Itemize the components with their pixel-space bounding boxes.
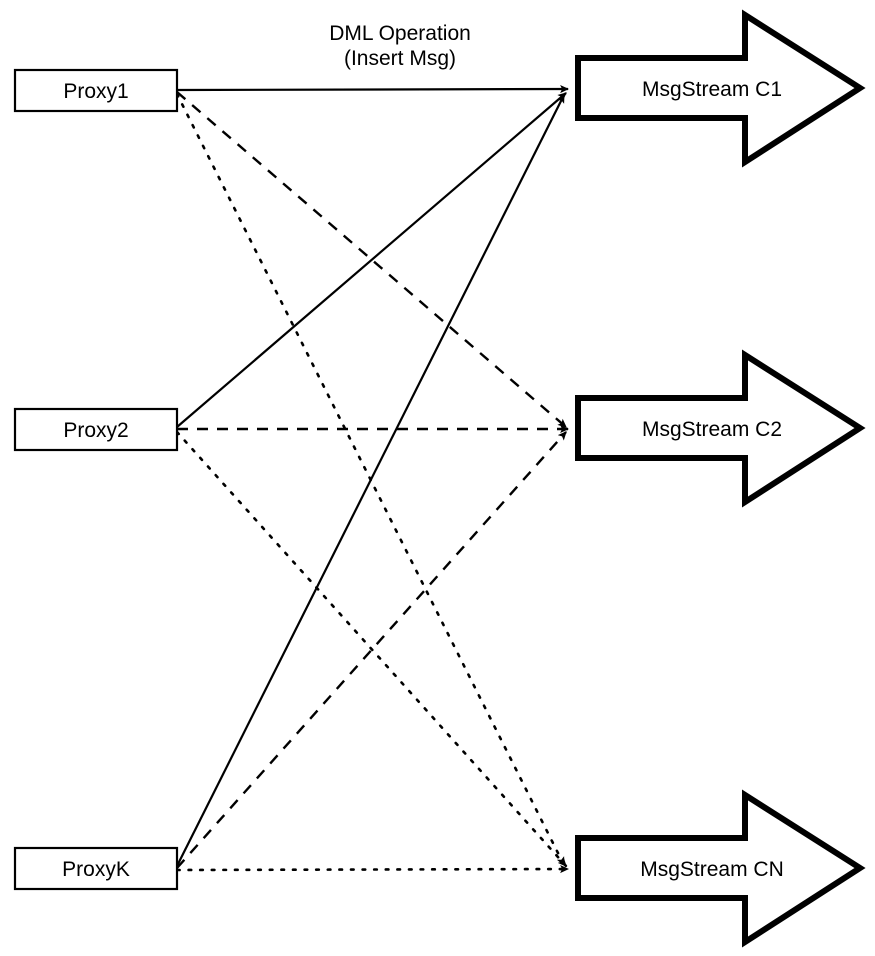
proxy2-box[interactable]: [13, 407, 179, 452]
node-proxy1[interactable]: Proxy1: [13, 68, 179, 113]
stream-c2-label: MsgStream C2: [642, 418, 782, 441]
stream-c1-label: MsgStream C1: [642, 78, 782, 101]
proxy2-label: Proxy2: [63, 419, 128, 442]
edge-annotation-dml-operation: DML Operation (Insert Msg): [329, 22, 471, 70]
link-proxy2-to-stream-cn[interactable]: [175, 430, 568, 868]
link-proxy2-to-stream-c1[interactable]: [176, 92, 567, 428]
annotation-line-2: (Insert Msg): [344, 47, 456, 70]
link-proxyk-to-stream-cn[interactable]: [175, 864, 570, 874]
node-proxyk[interactable]: ProxyK: [13, 846, 179, 891]
node-stream-cn[interactable]: MsgStream CN: [575, 789, 866, 948]
node-stream-c1[interactable]: MsgStream C1: [575, 9, 866, 168]
stream-cn-arrow-shape[interactable]: [575, 789, 866, 948]
link-proxyk-to-stream-c2[interactable]: [176, 431, 567, 869]
proxyk-box[interactable]: [13, 846, 179, 891]
stream-cn-label: MsgStream CN: [640, 858, 784, 881]
proxy-layer: Proxy1 Proxy2 ProxyK: [13, 68, 179, 891]
stream-c2-arrow-shape[interactable]: [575, 349, 866, 508]
proxy1-label: Proxy1: [63, 80, 128, 103]
proxy1-box[interactable]: [13, 68, 179, 113]
annotation-line-1: DML Operation: [329, 22, 471, 45]
node-stream-c2[interactable]: MsgStream C2: [575, 349, 866, 508]
node-proxy2[interactable]: Proxy2: [13, 407, 179, 452]
link-layer: [175, 84, 570, 874]
link-proxy1-to-stream-c2[interactable]: [176, 91, 567, 428]
stream-layer: MsgStream C1 MsgStream C2 MsgStream CN: [575, 9, 866, 948]
link-proxyk-to-stream-c1[interactable]: [176, 93, 565, 867]
link-proxy1-to-stream-c1[interactable]: [176, 84, 570, 94]
proxyk-label: ProxyK: [62, 858, 130, 881]
stream-c1-arrow-shape[interactable]: [575, 9, 866, 168]
